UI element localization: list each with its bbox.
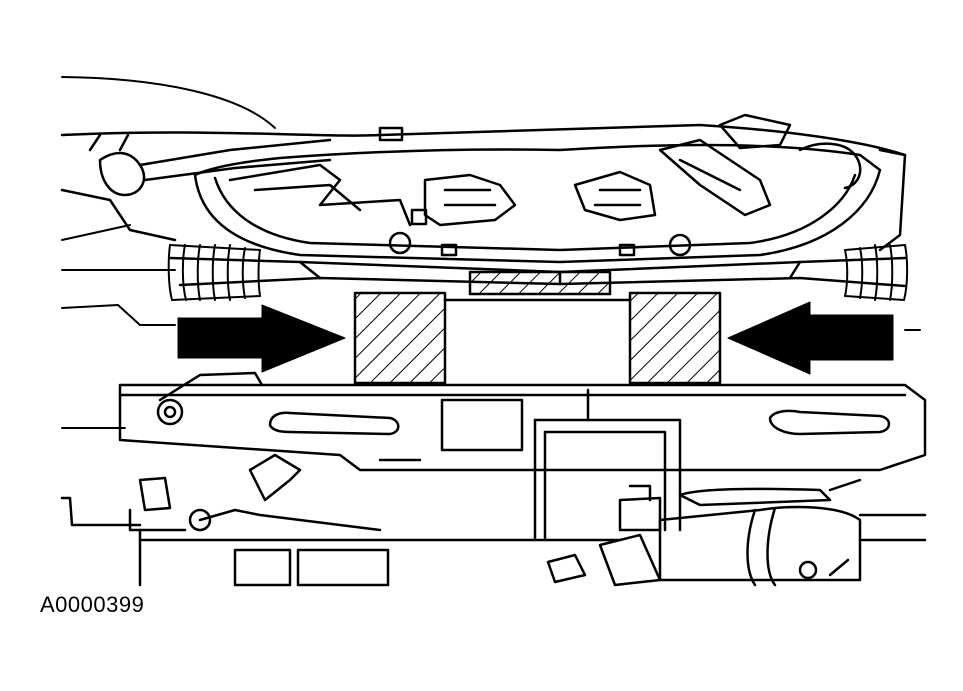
wood-block-left [353,291,447,385]
vehicle-frame-upper [60,113,907,252]
oil-pan [193,138,882,264]
arrow-right [177,304,346,373]
steering-rack-boot-left [167,244,261,301]
pan-flange [168,256,907,296]
hydraulic-cylinder [546,478,927,587]
steering-rack-boot-right [844,244,909,301]
jack-base [60,453,622,587]
wood-block-right [628,291,722,385]
arrow-left [727,301,894,375]
jack-cradle [118,371,927,542]
pivot-pin [156,398,184,426]
figure-reference-code: A0000399 [40,592,145,617]
